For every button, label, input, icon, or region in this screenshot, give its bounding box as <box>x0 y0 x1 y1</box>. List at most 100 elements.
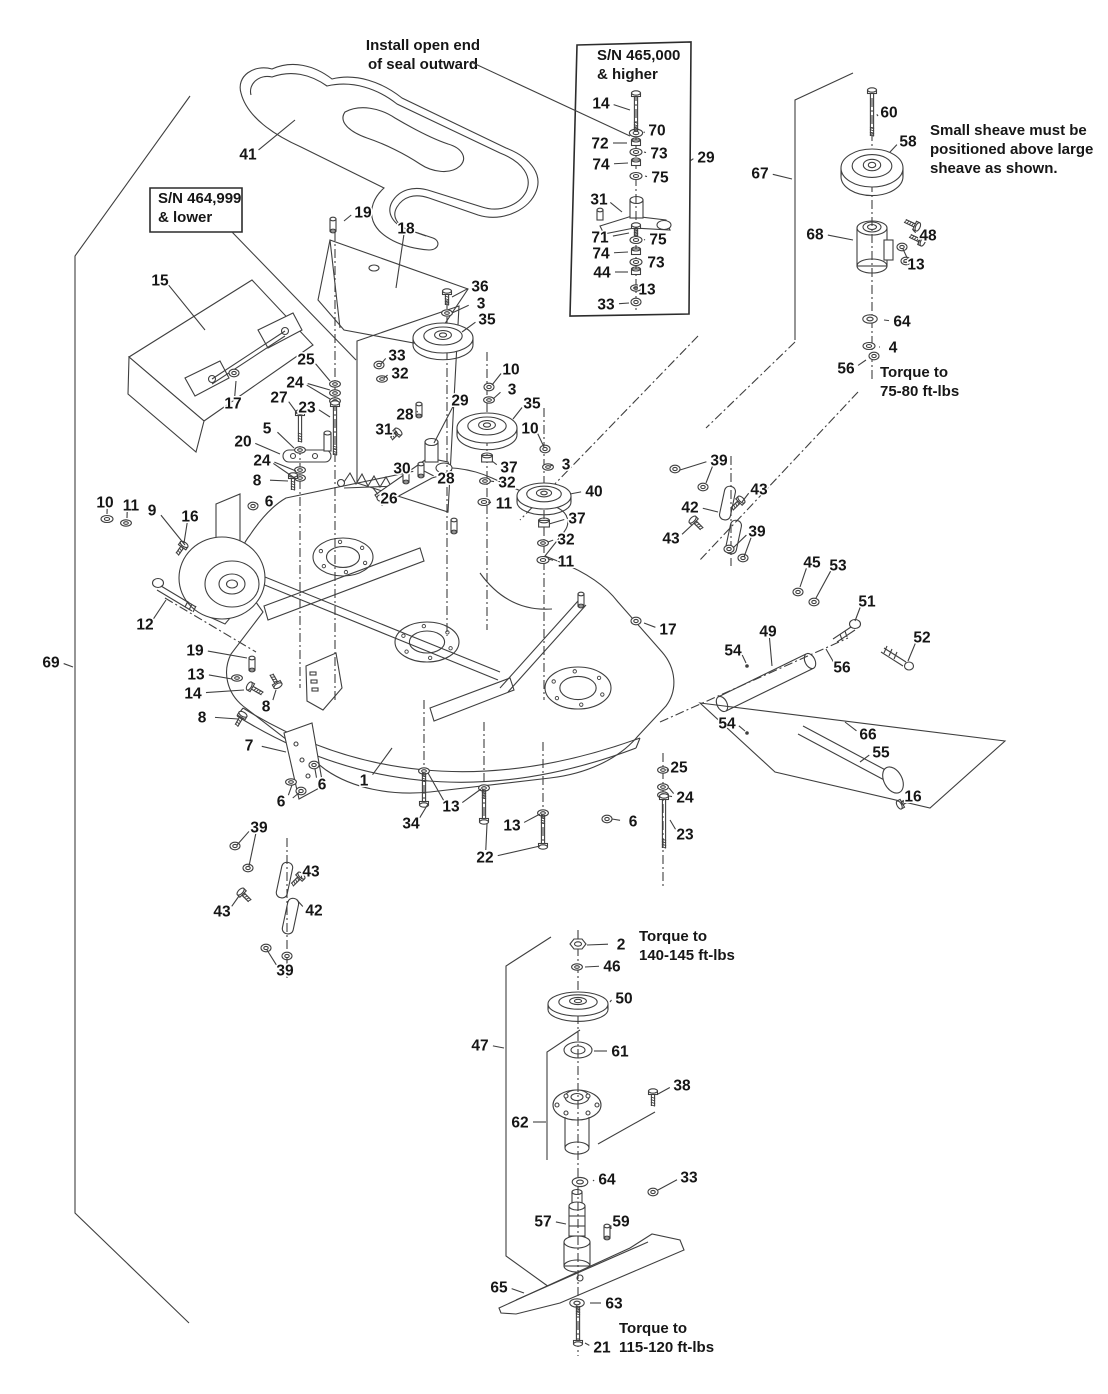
centerline <box>164 597 257 653</box>
bolt-thread <box>390 436 394 441</box>
note-torque-115: 115-120 ft-lbs <box>619 1339 714 1356</box>
note-torque-140: 140-145 ft-lbs <box>639 947 735 964</box>
callout-box-sn-lower <box>149 187 243 233</box>
washer-hole <box>234 676 240 680</box>
part-label-46: 46 <box>603 959 621 976</box>
part-label-6: 6 <box>318 777 327 794</box>
part-label-51: 51 <box>858 594 876 611</box>
roller-49 <box>715 652 817 713</box>
leader-line-75 <box>643 239 646 241</box>
washer <box>294 466 306 474</box>
note-torque-75: 75-80 ft-lbs <box>880 383 959 400</box>
seal-cup <box>538 519 550 528</box>
nut <box>669 464 681 474</box>
note-seal-note: of seal outward <box>368 56 478 73</box>
note-torque-75: Torque to <box>880 364 948 381</box>
callout-box-text-sn-higher: S/N 465,000 <box>597 47 680 64</box>
bolt-thread <box>255 688 260 693</box>
bolt-thread <box>259 691 264 696</box>
washer <box>479 477 491 485</box>
washer-hole <box>660 768 666 772</box>
ring-bolt-hole <box>321 564 327 569</box>
leader-line-8 <box>269 479 289 482</box>
bolt-thread <box>247 899 252 902</box>
note-sheave-note: positioned above large <box>930 141 1093 158</box>
leader-line-13 <box>208 674 233 680</box>
leader-line-64 <box>883 319 890 322</box>
bolt-thread <box>392 434 395 439</box>
leader-line-33 <box>380 358 387 365</box>
leader-line-53 <box>815 570 832 599</box>
nut-hole <box>263 945 269 951</box>
washer <box>569 1298 585 1308</box>
washer <box>536 555 550 565</box>
bolt-thread <box>421 774 427 778</box>
nut <box>723 544 735 554</box>
sn-lower-assembly-region <box>356 305 460 513</box>
bolt-thread <box>540 819 546 822</box>
bolt-thread <box>905 798 907 804</box>
leader-line-14 <box>613 104 631 111</box>
pulley-hub <box>434 329 452 341</box>
part-label-75: 75 <box>649 232 667 249</box>
leader-line-51 <box>854 606 861 622</box>
leader-line-48 <box>917 239 920 246</box>
bolt-thread <box>633 234 639 237</box>
part-label-73: 73 <box>647 255 665 272</box>
pin-bottom <box>577 603 585 609</box>
nut-hole <box>376 362 382 368</box>
leader-line-33 <box>657 1179 678 1191</box>
leader-line-1 <box>372 747 393 776</box>
part-label-75: 75 <box>651 170 669 187</box>
washer <box>231 674 243 682</box>
leader-line-65 <box>511 1288 525 1294</box>
washer-hole <box>660 785 666 789</box>
part-label-13: 13 <box>442 799 460 816</box>
bolt-head-top <box>914 222 922 232</box>
leader-line-74 <box>613 251 629 254</box>
part-label-62: 62 <box>511 1115 528 1132</box>
bolt-thread <box>294 878 298 883</box>
leader-line-17 <box>234 380 237 397</box>
bolt-head-top <box>537 844 549 850</box>
bolt-shaft <box>693 522 702 531</box>
seal-cup <box>630 139 642 147</box>
leader-line-27 <box>288 401 298 414</box>
part-label-64: 64 <box>598 1172 616 1189</box>
note-torque-115: Torque to <box>619 1320 687 1337</box>
pulley-bore <box>482 422 492 428</box>
note-leader-seal-note <box>470 61 631 137</box>
part-label-35: 35 <box>523 396 541 413</box>
washer <box>537 539 549 547</box>
part-label-20: 20 <box>234 434 251 451</box>
part-label-17: 17 <box>659 622 676 639</box>
nut <box>630 616 642 626</box>
leader-line-24 <box>273 462 297 480</box>
bolt-head-top <box>572 1341 584 1347</box>
leader-line-52 <box>907 642 916 662</box>
part-label-14: 14 <box>592 96 610 113</box>
washer <box>629 235 643 245</box>
bolt-thread <box>481 791 487 795</box>
leader-line-45 <box>799 568 807 588</box>
bolt-thread <box>332 445 338 448</box>
leader-line-3 <box>492 391 501 400</box>
part-label-69: 69 <box>42 655 60 672</box>
nut <box>697 482 709 492</box>
leader-line-2 <box>586 943 609 946</box>
nut-hole <box>250 503 256 509</box>
spindle-ring-inner <box>325 545 361 568</box>
pin-bottom <box>417 473 425 479</box>
pulley-bore <box>867 161 877 169</box>
part-label-49: 49 <box>759 624 777 641</box>
leader-line-6 <box>611 818 621 821</box>
part-label-27: 27 <box>270 390 287 407</box>
seal-cup <box>630 248 642 256</box>
washer-hole <box>123 521 129 525</box>
seal-cup-top <box>630 137 642 143</box>
nut-hole <box>871 353 877 359</box>
bolt <box>441 288 453 306</box>
leader-line-33 <box>618 302 630 305</box>
washer-hole <box>632 173 640 179</box>
part-label-63: 63 <box>605 1296 623 1313</box>
